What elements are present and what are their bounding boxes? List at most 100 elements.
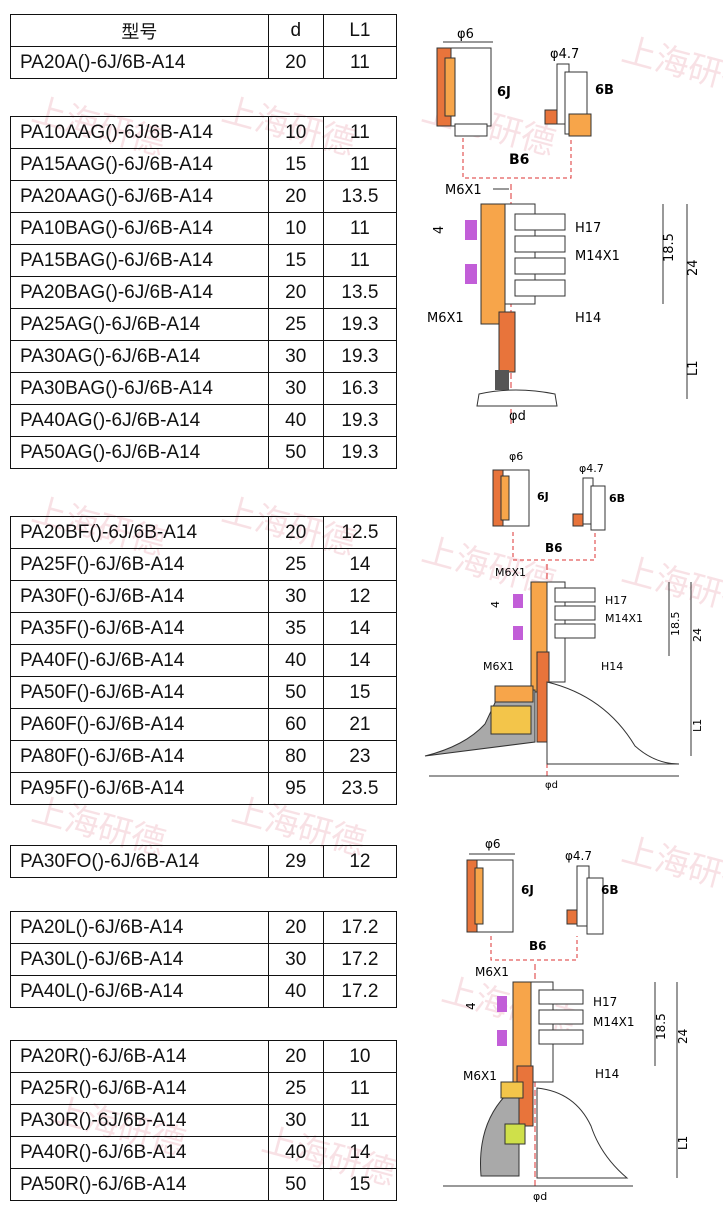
cell-model: PA20AAG()-6J/6B-A14	[10, 180, 269, 213]
cell-l1: 15	[322, 1168, 398, 1201]
cell-model: PA20BF()-6J/6B-A14	[10, 516, 269, 549]
cell-d: 80	[267, 740, 324, 773]
cell-model: PA50R()-6J/6B-A14	[10, 1168, 269, 1201]
cell-l1: 17.2	[322, 911, 398, 944]
label-phi47: φ4.7	[565, 849, 592, 863]
cell-model: PA40AG()-6J/6B-A14	[10, 404, 269, 437]
cell-l1: 21	[322, 708, 398, 741]
cell-model: PA20L()-6J/6B-A14	[10, 911, 269, 944]
label-b6: B6	[529, 939, 547, 953]
cell-model: PA40L()-6J/6B-A14	[10, 975, 269, 1008]
label-h14: H14	[575, 311, 601, 326]
cell-d: 95	[267, 772, 324, 805]
label-phi6: φ6	[509, 450, 523, 463]
label-h14: H14	[601, 660, 623, 673]
cell-d: 20	[267, 180, 324, 213]
cell-l1: 14	[322, 644, 398, 677]
label-6j: 6J	[497, 85, 511, 100]
nut-marker	[465, 220, 477, 240]
cell-l1: 11	[322, 1104, 398, 1137]
label-4: 4	[432, 226, 447, 234]
cell-l1: 13.5	[322, 276, 398, 309]
cell-model: PA20A()-6J/6B-A14	[10, 46, 269, 79]
cell-l1: 19.3	[322, 308, 398, 341]
cell-d: 20	[267, 46, 324, 79]
cell-l1: 11	[322, 1072, 398, 1105]
label-b6: B6	[509, 152, 529, 168]
label-phid: φd	[533, 1190, 547, 1203]
cell-l1: 11	[322, 116, 398, 149]
drawing-ag-series: φ6 6J φ4.7 6B B6 M6X1 H17 M14X1 H14 M6X1…	[427, 27, 701, 424]
cell-d: 50	[267, 436, 324, 469]
cell-d: 15	[267, 244, 324, 277]
label-m6-top: M6X1	[475, 965, 509, 979]
cell-l1: 15	[322, 676, 398, 709]
cell-model: PA25F()-6J/6B-A14	[10, 548, 269, 581]
label-phi6: φ6	[485, 837, 501, 851]
cell-model: PA25AG()-6J/6B-A14	[10, 308, 269, 341]
cell-model: PA30FO()-6J/6B-A14	[10, 845, 269, 878]
cell-model: PA50AG()-6J/6B-A14	[10, 436, 269, 469]
cell-d: 50	[267, 676, 324, 709]
cell-d: 15	[267, 148, 324, 181]
label-m6-mid: M6X1	[463, 1069, 497, 1083]
label-phid: φd	[545, 780, 558, 791]
label-24: 24	[686, 259, 701, 276]
cell-d: 25	[267, 548, 324, 581]
cell-model: PA30BAG()-6J/6B-A14	[10, 372, 269, 405]
header-model: 型号	[10, 14, 269, 47]
nut-marker	[465, 264, 477, 284]
label-4: 4	[489, 601, 502, 608]
label-m14: M14X1	[575, 249, 620, 264]
label-6b: 6B	[601, 883, 619, 897]
cell-model: PA30R()-6J/6B-A14	[10, 1104, 269, 1137]
cell-model: PA40R()-6J/6B-A14	[10, 1136, 269, 1169]
cell-model: PA80F()-6J/6B-A14	[10, 740, 269, 773]
cell-model: PA25R()-6J/6B-A14	[10, 1072, 269, 1105]
label-6j: 6J	[521, 883, 534, 897]
cell-model: PA20BAG()-6J/6B-A14	[10, 276, 269, 309]
cell-d: 10	[267, 212, 324, 245]
label-phi6: φ6	[457, 27, 474, 42]
stem-body	[480, 203, 506, 325]
cell-model: PA30F()-6J/6B-A14	[10, 580, 269, 613]
label-m6-mid: M6X1	[483, 660, 514, 673]
cell-model: PA10BAG()-6J/6B-A14	[10, 212, 269, 245]
cell-d: 50	[267, 1168, 324, 1201]
cell-l1: 19.3	[322, 436, 398, 469]
cell-d: 30	[267, 1104, 324, 1137]
cell-d: 30	[267, 943, 324, 976]
label-h17: H17	[593, 995, 617, 1009]
cell-d: 30	[267, 580, 324, 613]
cell-l1: 12	[322, 845, 398, 878]
cell-d: 35	[267, 612, 324, 645]
cell-d: 20	[267, 276, 324, 309]
cell-model: PA10AAG()-6J/6B-A14	[10, 116, 269, 149]
label-phi47: φ4.7	[550, 47, 579, 62]
cell-d: 20	[267, 911, 324, 944]
label-h14: H14	[595, 1067, 619, 1081]
label-phi47: φ4.7	[579, 462, 604, 475]
cell-d: 30	[267, 372, 324, 405]
cell-d: 25	[267, 308, 324, 341]
label-m6-top: M6X1	[445, 183, 482, 198]
cell-d: 40	[267, 404, 324, 437]
cell-l1: 10	[322, 1040, 398, 1073]
cell-d: 30	[267, 340, 324, 373]
